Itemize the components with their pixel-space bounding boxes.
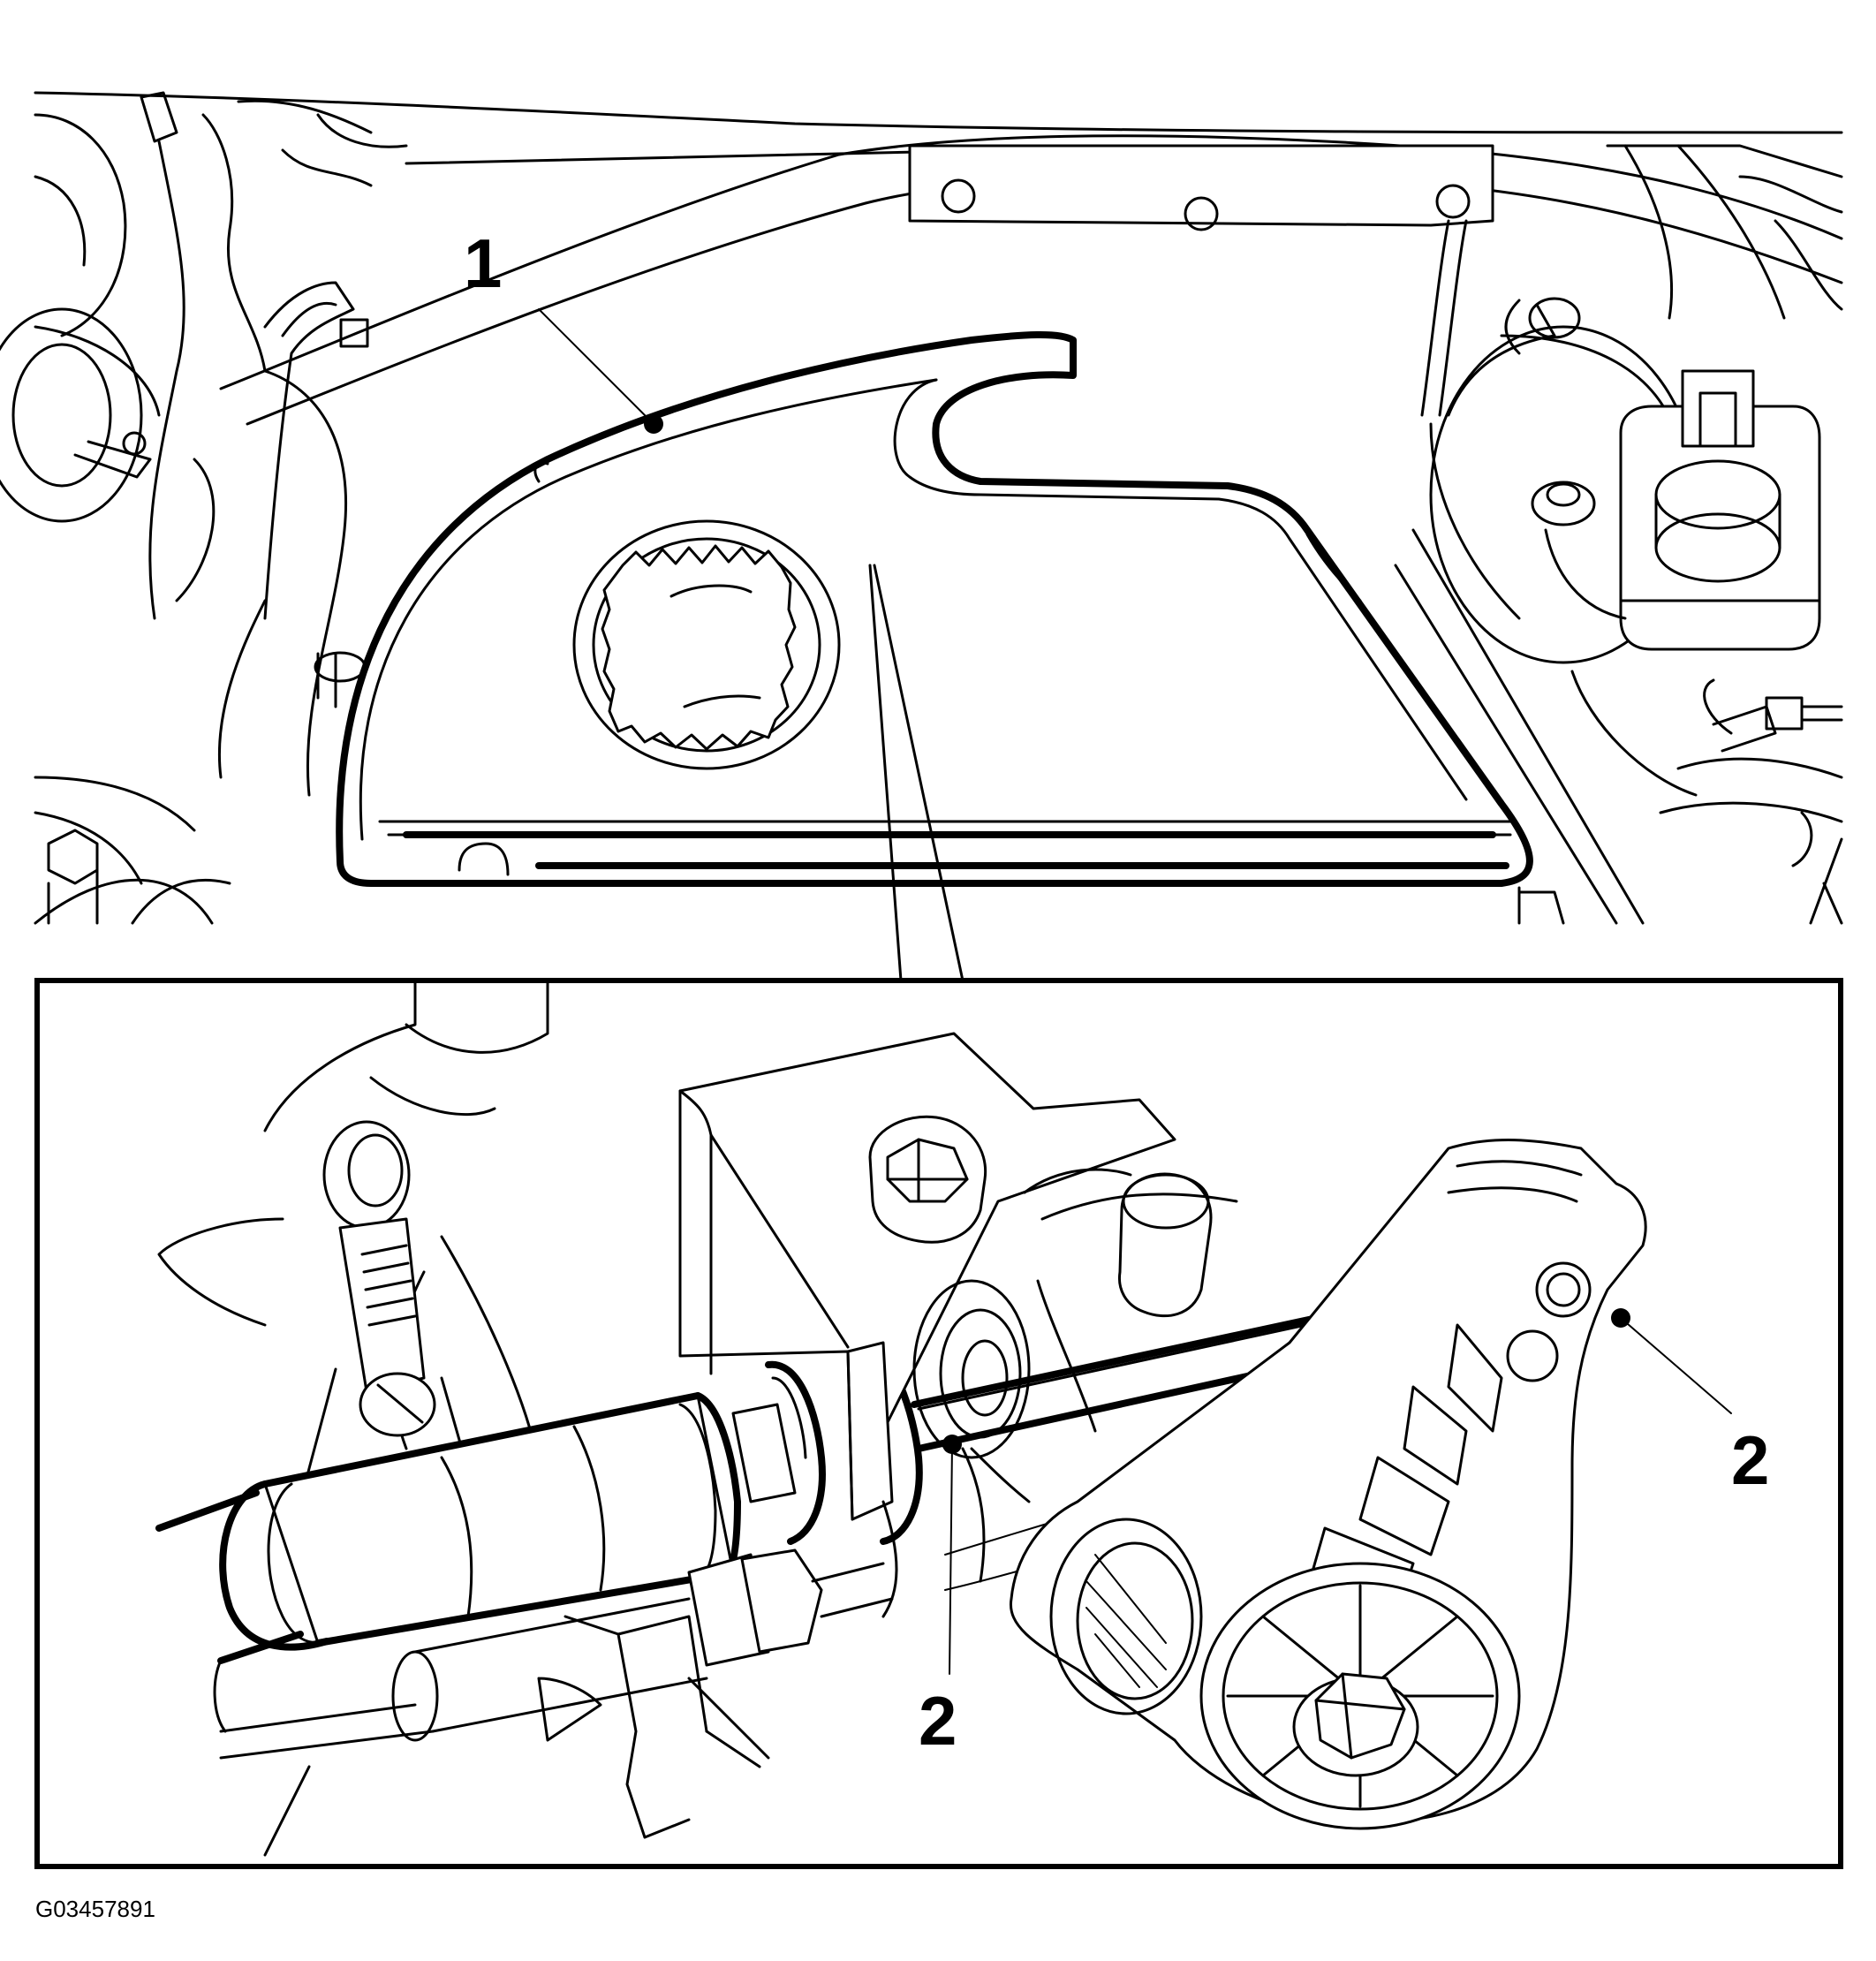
- left-components: [0, 91, 408, 925]
- callout-2-right-dot: [1611, 1308, 1630, 1328]
- callout-2-right-leader: [1620, 1317, 1732, 1414]
- right-components: [1429, 144, 1843, 925]
- cover-part-1: [336, 330, 1533, 887]
- engine-bay-overview: 1: [0, 91, 1843, 925]
- callout-1-label: 1: [464, 224, 502, 302]
- callout-2-left-dot: [942, 1435, 962, 1454]
- figure-id: G03457891: [35, 1896, 155, 1922]
- tool-bracket: [678, 1032, 1213, 1618]
- lower-pipes: [213, 1548, 894, 1857]
- callout-1-leader: [538, 308, 654, 425]
- callout-2-right-label: 2: [1731, 1421, 1769, 1499]
- hose-clamp: [299, 1120, 479, 1503]
- mounting-bracket: [908, 144, 1494, 417]
- detail-inset: 2 2: [34, 978, 1843, 1869]
- tool-cylinder: [155, 1286, 1452, 1664]
- zoom-connector: [868, 564, 964, 982]
- inset-frame: [34, 978, 1843, 1869]
- callout-1-dot: [644, 414, 663, 434]
- callout-2-left-leader: [949, 1443, 953, 1675]
- tensioner-pulley: [912, 1139, 1647, 1830]
- callout-2-left-label: 2: [919, 1682, 957, 1760]
